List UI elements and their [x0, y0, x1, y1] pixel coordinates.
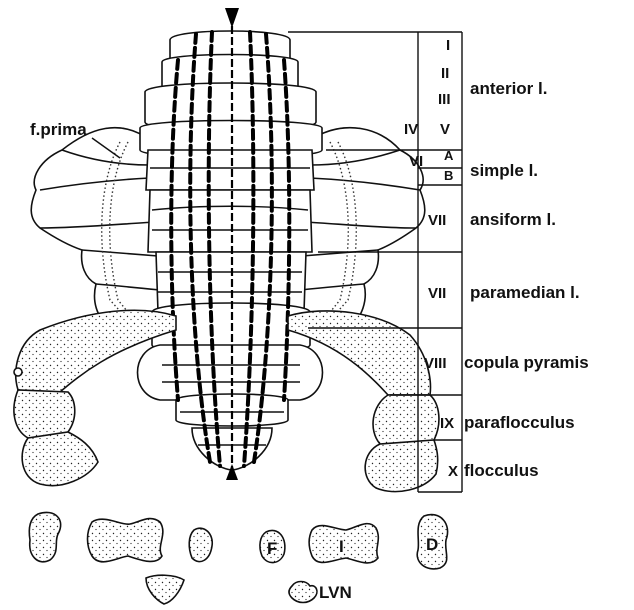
top-arrowhead: [225, 8, 239, 28]
lobule-v: V: [440, 121, 450, 138]
paramedian-lobe-label: paramedian l.: [470, 283, 580, 302]
copula-pyramis-label: copula pyramis: [464, 353, 589, 372]
flocculus-label: flocculus: [464, 461, 539, 480]
fissura-prima-label: f.prima: [30, 120, 87, 139]
lobule-i: I: [446, 37, 450, 54]
lobule-ii: II: [441, 65, 449, 82]
nuclei-row: [29, 512, 447, 604]
lobule-vi-b: B: [444, 168, 453, 183]
lobule-x: X: [448, 463, 458, 480]
left-hemisphere: [31, 128, 165, 326]
lobule-vii-paramedian: VII: [428, 285, 446, 302]
lobule-vii-ansiform: VII: [428, 212, 446, 229]
lobule-ix: IX: [440, 415, 454, 432]
left-fastigial-nucleus: [189, 528, 212, 561]
right-hemisphere: [295, 128, 425, 326]
left-interpositus-nucleus: [88, 519, 163, 562]
lobule-vi-a: A: [444, 148, 454, 163]
anterior-lobe-label: anterior l.: [470, 79, 547, 98]
vermis: [138, 31, 323, 470]
lobule-iv: IV: [404, 121, 418, 138]
lvn-label: LVN: [319, 583, 352, 602]
ansiform-lobe-label: ansiform l.: [470, 210, 556, 229]
lobule-iii: III: [438, 91, 451, 108]
lateral-vestibular-nucleus: [289, 582, 317, 603]
right-stippled-lobules: [288, 311, 439, 492]
lobule-viii: VIII: [424, 355, 447, 372]
left-dentate-nucleus: [29, 512, 60, 561]
nucleus-d-label: D: [426, 535, 438, 554]
simple-lobe-label: simple l.: [470, 161, 538, 180]
nucleus-f-label: F: [267, 539, 277, 558]
lobule-vi: VI: [409, 153, 423, 170]
left-vestibular-nucleus: [146, 575, 184, 604]
nucleus-i-label: I: [339, 537, 344, 556]
paraflocculus-label: paraflocculus: [464, 413, 575, 432]
